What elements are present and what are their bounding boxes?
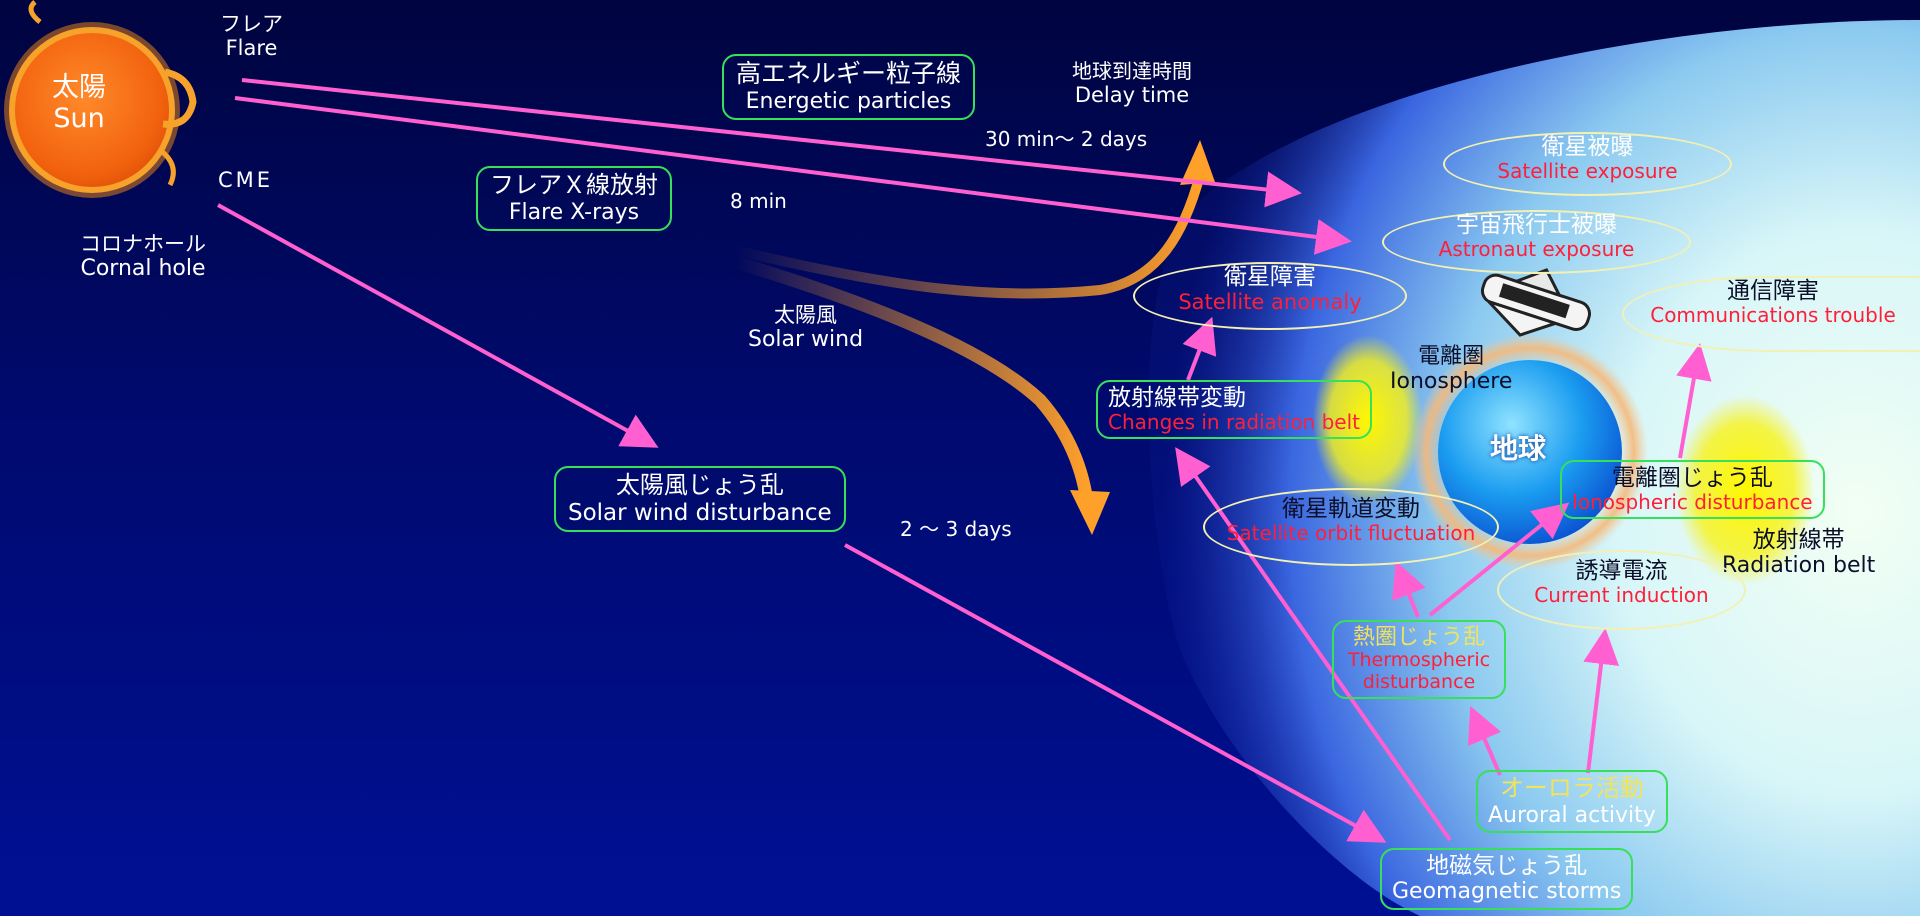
radiation-belt-change-box: 放射線帯変動 Changes in radiation belt	[1096, 380, 1372, 440]
geomagnetic-storms-box: 地磁気じょう乱 Geomagnetic storms	[1380, 848, 1634, 910]
current-induction-oval: 誘導電流 Current induction	[1497, 550, 1746, 630]
flare-xrays-box: フレアＸ線放射 Flare X-rays	[476, 166, 672, 231]
cme-label: CME	[218, 168, 274, 192]
radiation-belt-label: 放射線帯 Radiation belt	[1722, 527, 1876, 579]
solar-wind-disturbance-box: 太陽風じょう乱 Solar wind disturbance	[554, 466, 846, 533]
energetic-particles-box: 高エネルギー粒子線 Energetic particles	[722, 54, 976, 121]
arrow-sw-to-geomag	[844, 543, 1387, 843]
sun-label: 太陽 Sun	[52, 72, 106, 135]
ionosphere-label: 電離圏 Ionosphere	[1390, 344, 1513, 395]
satellite-exposure-oval: 衛星被曝 Satellite exposure	[1443, 132, 1732, 196]
astronaut-exposure-oval: 宇宙飛行士被曝 Astronaut exposure	[1382, 210, 1691, 274]
arrow-cme-to-sw	[217, 203, 659, 448]
arrow-radbelt-to-anomaly	[1182, 316, 1217, 381]
auroral-activity-box: オーロラ活動 Auroral activity	[1476, 770, 1668, 833]
solar-wind-label: 太陽風 Solar wind	[748, 303, 864, 353]
coronal-hole-label: コロナホール Cornal hole	[80, 232, 206, 282]
arrow-aurora-to-current	[1583, 628, 1620, 774]
satellite-anomaly-oval: 衛星障害 Satellite anomaly	[1133, 262, 1407, 330]
arrow-aurora-to-thermo	[1467, 705, 1502, 776]
solar-wind-stream-head	[1070, 490, 1110, 535]
arrow-thermo-to-orbit	[1392, 560, 1426, 618]
xray-delay: 8 min	[730, 189, 787, 213]
particle-delay: 30 min〜 2 days	[985, 127, 1148, 151]
sw-delay: 2 〜 3 days	[900, 517, 1012, 541]
flare-label: フレア Flare	[220, 12, 283, 61]
arrow-thermo-to-iono	[1428, 502, 1570, 617]
xray-stream	[730, 170, 1205, 299]
arrow-iono-to-comm	[1676, 343, 1712, 459]
earth-globe	[1438, 360, 1622, 544]
sun-icon	[4, 0, 197, 198]
arrow-flare-to-astronaut	[234, 96, 1352, 255]
xray-stream-head	[1180, 140, 1215, 185]
delay-time-label: 地球到達時間 Delay time	[1072, 59, 1192, 108]
earth-label: 地球	[1490, 432, 1547, 465]
radiation-belt-glow-right	[1675, 395, 1815, 585]
thermospheric-disturbance-box: 熱圏じょう乱 Thermospheric disturbance	[1332, 620, 1506, 699]
space-shuttle-icon	[1480, 268, 1591, 337]
orbit-fluctuation-oval: 衛星軌道変動 Satellite orbit fluctuation	[1203, 488, 1499, 566]
solar-wind-stream	[728, 255, 1095, 517]
arrow-flare-to-satellite	[241, 78, 1302, 208]
communications-trouble-oval: 通信障害 Communications trouble	[1622, 276, 1920, 352]
radiation-belt-glow-left	[1313, 335, 1423, 505]
ionospheric-disturbance-box: 電離圏じょう乱 Ionospheric disturbance	[1560, 460, 1825, 520]
